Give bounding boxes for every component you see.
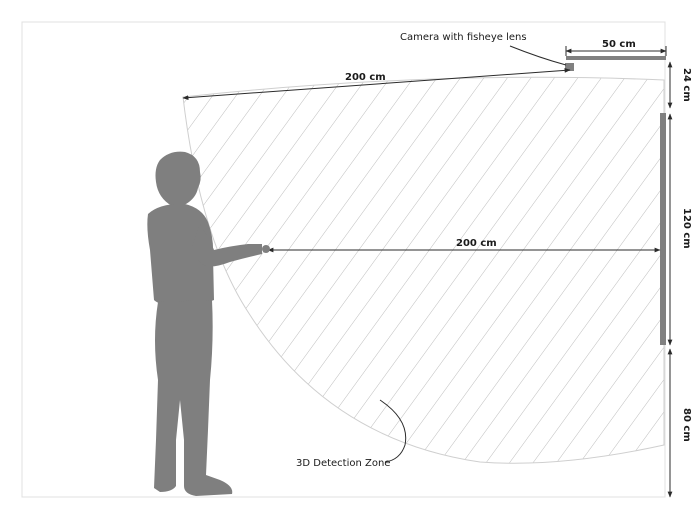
diagonal-reach-label: 200 cm — [345, 72, 386, 83]
room-frame — [21, 21, 666, 498]
camera-label: Camera with fisheye lens — [400, 32, 527, 43]
top-width-label: 50 cm — [602, 39, 636, 50]
camera-mount-bar — [566, 56, 666, 60]
horizontal-reach-label: 200 cm — [456, 238, 497, 249]
diagonal-reach-dimension — [182, 67, 571, 101]
zone-label: 3D Detection Zone — [296, 458, 390, 469]
person-silhouette-icon — [147, 151, 270, 496]
screen-height-label: 120 cm — [681, 208, 692, 249]
camera-icon — [565, 63, 574, 71]
top-gap-label: 24 cm — [681, 68, 692, 102]
screen-bar — [660, 113, 666, 345]
zone-leader-line — [379, 399, 407, 463]
camera-leader-line — [509, 45, 567, 66]
detection-zone-area — [182, 76, 665, 464]
bottom-gap-label: 80 cm — [681, 408, 692, 442]
